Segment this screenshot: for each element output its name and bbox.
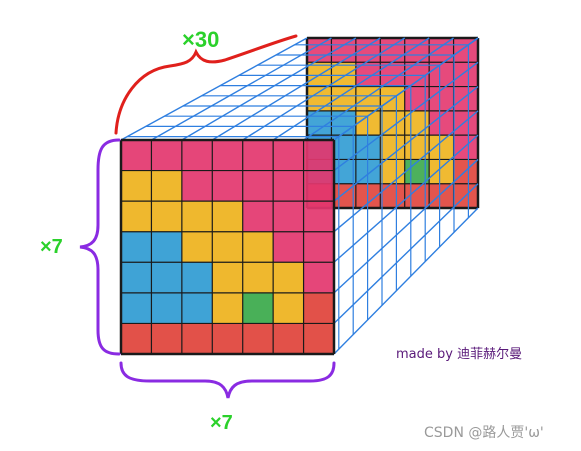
depth-layer-outline: [201, 95, 397, 291]
front-face-cell: [273, 323, 304, 354]
front-face-cell: [242, 262, 274, 293]
back-face-cell: [429, 135, 454, 160]
back-face-cell: [453, 62, 478, 87]
front-face-cell: [303, 170, 334, 202]
back-face-cell: [380, 159, 405, 184]
depth-edge-line: [120, 37, 308, 141]
front-face-cell: [242, 140, 274, 171]
front-face-cell: [151, 323, 182, 354]
front-face-cell: [151, 201, 182, 232]
front-face-cell: [151, 140, 182, 171]
front-face-cell: [121, 170, 152, 202]
front-face-cell: [273, 231, 304, 263]
back-face-cell: [380, 38, 405, 63]
credit-name: 迪菲赫尔曼: [457, 347, 522, 362]
front-face-cell: [212, 201, 243, 232]
front-face-cell: [242, 231, 274, 263]
front-face-cell: [242, 323, 274, 354]
depth-label: ×30: [182, 27, 219, 52]
front-face-cell: [151, 292, 182, 324]
width-brace: [119, 361, 336, 399]
front-face-cell: [121, 262, 152, 293]
back-face-cell: [429, 183, 454, 208]
front-face-cell: [242, 201, 274, 232]
depth-layer-outline: [164, 115, 369, 320]
height-label: ×7: [40, 236, 63, 258]
front-face-cell: [121, 140, 152, 171]
back-face-cell: [331, 110, 356, 136]
front-face-cell: [273, 262, 304, 293]
depth-lines: [120, 37, 479, 355]
depth-layer-outline: [145, 125, 354, 335]
front-face-cell: [121, 231, 152, 263]
front-face-cell: [151, 170, 182, 202]
height-brace: [79, 138, 121, 356]
front-face-cell: [303, 231, 334, 263]
front-face-cell: [181, 231, 213, 263]
back-face-cell: [429, 159, 454, 184]
front-face-cell: [121, 292, 152, 324]
front-face-cell: [273, 201, 304, 232]
depth-layer-outline: [220, 84, 412, 277]
front-face-cell: [273, 292, 304, 324]
front-face-cell: [242, 170, 274, 202]
back-face-cell: [331, 62, 356, 87]
back-face-cell: [429, 62, 454, 87]
credit-prefix: made by: [396, 347, 453, 362]
front-face-cell: [181, 201, 213, 232]
front-face-cell: [212, 231, 243, 263]
depth-layer-outline: [276, 54, 455, 233]
front-face-cell: [303, 323, 334, 354]
watermark-text: CSDN @路人贾'ω': [424, 425, 544, 441]
credit-text: made by 迪菲赫尔曼: [396, 347, 522, 362]
depth-layer-outline: [257, 64, 441, 247]
front-face-cell: [212, 262, 243, 293]
front-face-cell: [303, 262, 334, 293]
front-face-cell: [273, 170, 304, 202]
front-face-cell: [151, 231, 182, 263]
front-face-cell: [212, 292, 243, 324]
depth-layer-outline: [294, 44, 469, 218]
front-face-cell: [273, 140, 304, 171]
front-face-grid: [119, 138, 336, 356]
front-face-cell: [212, 170, 243, 202]
depth-layer-outline: [183, 105, 383, 306]
front-face-cell: [212, 323, 243, 354]
back-face-cell: [404, 38, 430, 63]
front-face-cell: [242, 292, 274, 324]
front-face-cell: [303, 201, 334, 232]
depth-brace: [114, 34, 298, 135]
back-face-cell: [453, 38, 478, 63]
front-face-cell: [212, 140, 243, 171]
front-face-cell: [181, 262, 213, 293]
back-face-cell: [380, 183, 405, 208]
depth-layer-outline: [127, 136, 340, 350]
depth-edge-line: [333, 207, 479, 355]
front-face-cell: [303, 140, 334, 171]
front-face-cell: [151, 262, 182, 293]
front-face-cell: [303, 292, 334, 324]
width-label: ×7: [210, 412, 233, 434]
back-face-cell: [307, 86, 332, 111]
front-face-cell: [121, 201, 152, 232]
front-face-cell: [181, 323, 213, 354]
front-face-cell: [181, 140, 213, 171]
front-face-cell: [181, 292, 213, 324]
front-face-cell: [121, 323, 152, 354]
front-face-cell: [181, 170, 213, 202]
depth-layer-outline: [238, 74, 426, 262]
back-face-cell: [380, 110, 405, 136]
